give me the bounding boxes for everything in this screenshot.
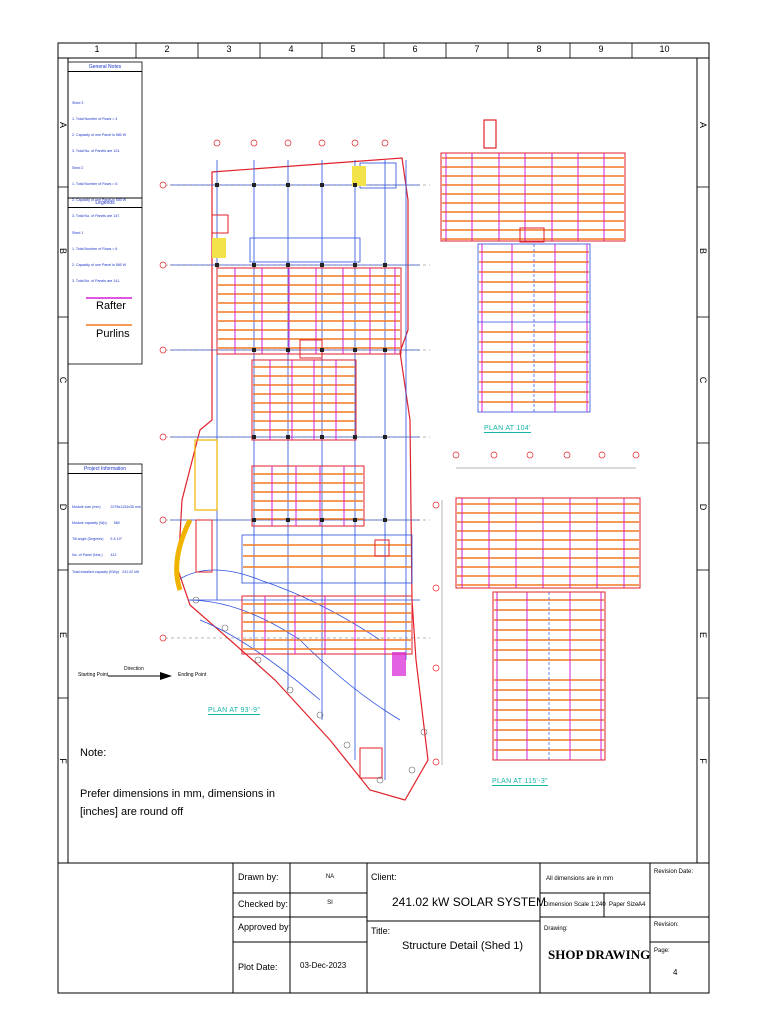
client-value: 241.02 kW SOLAR SYSTEM — [392, 895, 547, 909]
paper-size-label: Paper Size: — [609, 902, 641, 908]
direction-start-label: Starting Point — [78, 672, 109, 678]
legends-title: Legends — [68, 199, 142, 208]
title-label: Title: — [371, 926, 391, 936]
grid-col-8: 8 — [536, 44, 542, 54]
grid-col-5: 5 — [350, 44, 356, 54]
plan-label-bottom-right: PLAN AT 115'-3" — [492, 778, 548, 786]
client-label: Client: — [371, 872, 397, 882]
note-text-line2: [inches] are round off — [80, 806, 184, 818]
dimensions-note: All dimensions are in mm — [546, 876, 614, 882]
grid-row-left-e: E — [58, 631, 68, 638]
direction-label: Direction — [124, 666, 144, 672]
general-notes-line: 2. Capacity of one Panel is 580 W — [72, 133, 127, 138]
general-notes-line: 2. Capacity of one Panel is 580 W — [72, 263, 127, 267]
approved-by-label: Approved by: — [238, 922, 292, 932]
checked-by-label: Checked by: — [238, 899, 289, 909]
project-info-line: Tilt angle (Degrees) 9 & 10° — [72, 537, 123, 542]
grid-row-right-f: F — [698, 758, 708, 764]
note-title: Note: — [80, 747, 107, 759]
drawing-value: SHOP DRAWING — [548, 947, 651, 962]
page-value: 4 — [673, 968, 678, 977]
plot-date-value: 03-Dec-2023 — [300, 961, 347, 970]
general-notes-line: 1. Total Number of Rows = 6 — [72, 246, 118, 251]
general-notes-title: General Notes — [68, 63, 142, 72]
grid-row-left-c: C — [58, 376, 68, 384]
dimension-scale: Dimension Scale 1:240 — [544, 902, 606, 908]
general-notes-line: Shed 1 — [72, 230, 84, 235]
general-notes-line: 3. Total No. of Panels are 141. — [72, 279, 121, 284]
grid-row-right-b: B — [698, 247, 708, 254]
legend-rafter-label: Rafter — [96, 300, 126, 312]
project-info-line: Module capacity (Wp) 580 — [72, 521, 120, 526]
plan-label-top-right: PLAN AT 104' — [484, 425, 531, 433]
grid-row-left-d: D — [58, 503, 68, 511]
drawn-by-label: Drawn by: — [238, 872, 279, 882]
general-notes-line: Shed 2 — [72, 165, 84, 170]
project-info-title: Project Information — [68, 465, 142, 474]
grid-row-right-d: D — [698, 503, 708, 511]
drawn-by-value: NA — [325, 874, 335, 880]
project-info-line: No. of Panel (Nos.) 412 — [72, 553, 117, 558]
project-info-list: Module size (mm) 2278x1134x35 mm Module … — [72, 494, 141, 581]
project-info-line: Total installed capacity (KWp) 241.02 kW — [72, 569, 140, 574]
general-notes-line: 1. Total Number of Rows = 4 — [72, 117, 118, 122]
general-notes-line: 1. Total Number of Rows = 6 — [72, 181, 118, 186]
general-notes-line: 3. Total No. of Panels are 147. — [72, 214, 121, 219]
grid-col-1: 1 — [94, 44, 100, 54]
page-label: Page: — [654, 948, 670, 954]
general-notes-line: 2. Capacity of one Panel is 580 W — [72, 198, 127, 203]
grid-row-right-c: C — [698, 376, 708, 384]
legend-purlins-label: Purlins — [96, 328, 130, 340]
grid-row-left-f: F — [58, 758, 68, 764]
drawing-label: Drawing: — [544, 926, 568, 932]
grid-col-6: 6 — [412, 44, 418, 54]
grid-row-right-e: E — [698, 631, 708, 638]
main-plan-drawing — [159, 139, 430, 801]
grid-col-7: 7 — [474, 44, 480, 54]
checked-by-value: SI — [327, 900, 333, 906]
grid-col-3: 3 — [226, 44, 232, 54]
grid-col-9: 9 — [598, 44, 604, 54]
paper-size-value: A4 — [638, 902, 646, 908]
direction-end-label: Ending Point — [178, 672, 207, 678]
grid-col-4: 4 — [288, 44, 294, 54]
plan-label-main: PLAN AT 93'-9" — [208, 707, 261, 715]
project-info-line: Module size (mm) 2278x1134x35 mm — [72, 504, 141, 509]
grid-row-left-b: B — [58, 247, 68, 254]
plot-date-label: Plot Date: — [238, 962, 278, 972]
general-notes-line: Shed 3 — [72, 100, 84, 105]
note-text-line1: Prefer dimensions in mm, dimensions in — [80, 788, 276, 800]
grid-col-2: 2 — [164, 44, 170, 54]
revision-label: Revision: — [654, 922, 679, 928]
plan-104-drawing — [440, 119, 626, 413]
general-notes-line: 3. Total No. of Panels are 124. — [72, 149, 121, 154]
grid-row-right-a: A — [698, 121, 708, 128]
revision-date-label: Revision Date: — [654, 869, 694, 875]
grid-col-10: 10 — [659, 44, 670, 54]
grid-row-left-a: A — [58, 121, 68, 128]
plan-115-drawing — [432, 451, 641, 766]
general-notes-list: Shed 3 1. Total Number of Rows = 4 2. Ca… — [72, 90, 126, 290]
title-value: Structure Detail (Shed 1) — [402, 940, 524, 952]
